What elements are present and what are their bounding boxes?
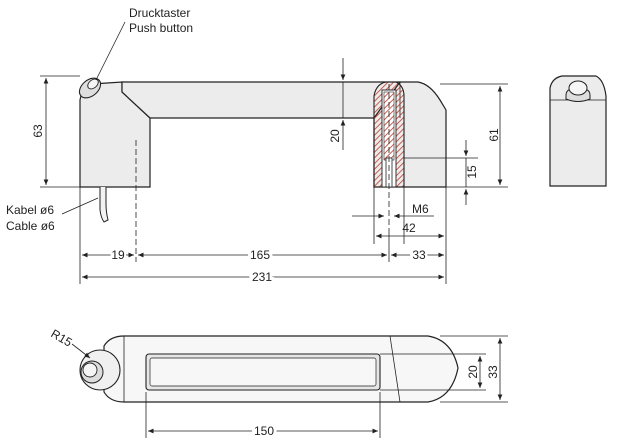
label-push-de: Drucktaster (129, 6, 190, 20)
cable-icon (99, 187, 109, 223)
dim-thread-depth: 15 (465, 165, 479, 179)
label-thread: M6 (412, 202, 429, 216)
section-cut (373, 81, 405, 230)
side-view: 63 61 20 15 M6 42 19 165 33 (6, 6, 508, 287)
dim-foot-width: 42 (402, 221, 416, 235)
end-view (549, 75, 607, 187)
label-radius: R15 (49, 326, 75, 349)
label-cable-en: Cable ø6 (6, 219, 55, 233)
dim-overall-length: 231 (252, 270, 272, 284)
dim-top-width-outer: 33 (486, 365, 500, 379)
label-push-en: Push button (129, 21, 193, 35)
push-button-top-icon (80, 360, 104, 384)
dim-height-right: 61 (487, 128, 501, 142)
push-button-end-icon (565, 80, 591, 102)
push-button-icon (78, 77, 102, 99)
dim-height-left: 63 (31, 124, 45, 138)
dim-foot-end: 33 (412, 248, 426, 262)
dim-top-view-length: 150 (254, 424, 274, 438)
dim-top-width-inner: 20 (466, 365, 480, 379)
label-cable-de: Kabel ø6 (6, 203, 54, 217)
dim-bar-thickness: 20 (328, 129, 342, 143)
dim-offset-left: 19 (111, 248, 125, 262)
handle-bar (121, 81, 401, 119)
top-view: R15 150 20 33 (49, 326, 508, 441)
dim-center-distance: 165 (250, 248, 270, 262)
